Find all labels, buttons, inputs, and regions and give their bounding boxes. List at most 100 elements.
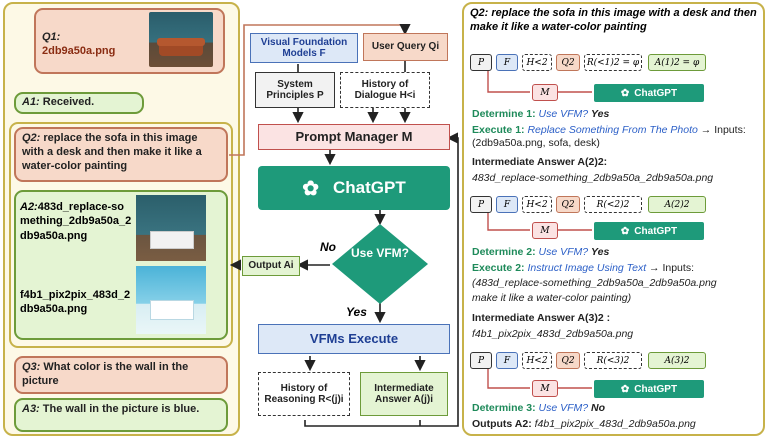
- row1-h: H<2: [522, 54, 552, 71]
- q1-label: Q1:: [42, 31, 61, 43]
- det2-answer: Yes: [591, 246, 610, 258]
- row1-m-label: M: [540, 87, 550, 98]
- history-dialogue-box: History of Dialogue H<i: [340, 72, 430, 108]
- openai-logo-icon: ✿: [302, 177, 320, 200]
- q3-text: What color is the wall in the picture: [22, 361, 189, 387]
- row1-chatgpt: ✿ChatGPT: [594, 84, 704, 102]
- row3-r-label: R(<3)2: [596, 355, 630, 366]
- vfm-box: Visual Foundation Models F: [250, 33, 358, 63]
- q3-label: Q3:: [22, 361, 41, 373]
- row1-q-label: Q2: [561, 57, 575, 68]
- row1-q: Q2: [556, 54, 580, 71]
- decision-diamond: [332, 224, 428, 304]
- chatgpt-main: ✿ ChatGPT: [258, 166, 450, 210]
- row1-p-label: P: [477, 57, 485, 68]
- watercolor-image: [136, 266, 206, 334]
- outputs-label: Outputs A2:: [472, 418, 532, 430]
- row1-a-label: A(1)2 = φ: [654, 57, 700, 68]
- row3-f-label: F: [503, 355, 511, 366]
- a3-label: A3:: [22, 403, 40, 415]
- inter2-label: Intermediate Answer A(3)2 :: [472, 312, 611, 324]
- a2-text-1: A2:483d_replace-something_2db9a50a_2db9a…: [20, 200, 132, 243]
- inter1-value: 483d_replace-something_2db9a50a_2db9a50a…: [472, 172, 714, 184]
- det3-label: Determine 3:: [472, 402, 536, 414]
- determine-2: Determine 2: Use VFM? Yes: [472, 246, 609, 259]
- chatgpt-main-label: ChatGPT: [333, 178, 406, 197]
- exe2-tool: Instruct Image Using Text: [527, 262, 647, 274]
- execute-1: Execute 1: Replace Something From The Ph…: [472, 124, 760, 150]
- row3-a-label: A(3)2: [664, 355, 690, 366]
- row3-openai-icon: ✿: [620, 383, 630, 395]
- exe2-line2: (483d_replace-something_2db9a50a_2db9a50…: [472, 277, 717, 289]
- row2-p: P: [470, 196, 492, 213]
- q2-text: replace the sofa in this image with a de…: [22, 132, 202, 172]
- row1-m: M: [532, 84, 558, 101]
- row1-f: F: [496, 54, 518, 71]
- det1-question: Use VFM?: [538, 108, 589, 120]
- row2-f: F: [496, 196, 518, 213]
- sofa-image: [149, 12, 213, 67]
- determine-1: Determine 1: Use VFM? Yes: [472, 108, 609, 121]
- intermediate-answer-box: Intermediate Answer A(j)i: [360, 372, 448, 416]
- a1-bubble: A1: Received.: [14, 92, 144, 114]
- q3-bubble: Q3: What color is the wall in the pictur…: [14, 356, 228, 394]
- inter1-label: Intermediate Answer A(2)2:: [472, 156, 608, 168]
- intermediate-answer-label: Intermediate Answer A(j)i: [374, 382, 434, 406]
- exe2-line3: make it like a water-color painting): [472, 292, 632, 304]
- det3-answer: No: [591, 402, 606, 414]
- row3-chatgpt-label: ChatGPT: [634, 383, 678, 395]
- row3-p: P: [470, 352, 492, 369]
- yes-label: Yes: [346, 305, 367, 319]
- a2-label: A2:: [20, 201, 38, 213]
- row3-q: Q2: [556, 352, 580, 369]
- intermediate-1: Intermediate Answer A(2)2:: [472, 156, 607, 169]
- row3-f: F: [496, 352, 518, 369]
- row1-r-label: R(<1)2 = φ: [586, 57, 640, 68]
- intermediate-2: Intermediate Answer A(3)2 :: [472, 312, 610, 325]
- row2-openai-icon: ✿: [620, 225, 630, 237]
- row1-p: P: [470, 54, 492, 71]
- row3-h-label: H<2: [526, 355, 548, 366]
- outputs-value: f4b1_pix2pix_483d_2db9a50a.png: [534, 418, 696, 430]
- row2-q: Q2: [556, 196, 580, 213]
- vfms-execute-box: VFMs Execute: [258, 324, 450, 354]
- use-vfm-label: Use VFM?: [350, 246, 409, 260]
- determine-3: Determine 3: Use VFM? No: [472, 402, 605, 415]
- output-box: Output Ai: [242, 256, 300, 276]
- row2-m: M: [532, 222, 558, 239]
- row3-p-label: P: [477, 355, 485, 366]
- det2-question: Use VFM?: [538, 246, 589, 258]
- det1-label: Determine 1:: [472, 108, 536, 120]
- q2-label: Q2:: [22, 132, 41, 144]
- outputs: Outputs A2: f4b1_pix2pix_483d_2db9a50a.p…: [472, 418, 696, 431]
- row1-a: A(1)2 = φ: [648, 54, 706, 71]
- row2-a-label: A(2)2: [664, 199, 690, 210]
- exe2-inputs: → Inputs:: [649, 262, 694, 274]
- exe2-label: Execute 2:: [472, 262, 525, 274]
- a1-label: A1:: [22, 96, 40, 108]
- row1-h-label: H<2: [526, 57, 548, 68]
- a2-text-2: f4b1_pix2pix_483d_2db9a50a.png: [20, 289, 131, 316]
- execute-2: Execute 2: Instruct Image Using Text → I…: [472, 262, 694, 275]
- row1-r: R(<1)2 = φ: [584, 54, 642, 71]
- no-label: No: [320, 240, 336, 254]
- right-q2-header: Q2: replace the sofa in this image with …: [470, 7, 757, 34]
- row2-a: A(2)2: [648, 196, 706, 213]
- q2-bubble: Q2: replace the sofa in this image with …: [14, 127, 228, 182]
- row2-r: R(<2)2: [584, 196, 642, 213]
- row2-r-label: R(<2)2: [596, 199, 630, 210]
- row3-m-label: M: [540, 383, 550, 394]
- prompt-manager-box: Prompt Manager M: [258, 124, 450, 150]
- row2-h-label: H<2: [526, 199, 548, 210]
- vfms-execute-label: VFMs Execute: [309, 330, 399, 346]
- det3-question: Use VFM?: [538, 402, 589, 414]
- row2-q-label: Q2: [561, 199, 575, 210]
- exe1-tool: Replace Something From The Photo: [527, 124, 698, 136]
- output-label: Output Ai: [248, 260, 294, 272]
- row2-chatgpt: ✿ChatGPT: [594, 222, 704, 240]
- exe1-label: Execute 1:: [472, 124, 525, 136]
- inner-panel: [9, 122, 233, 348]
- row3-r: R(<3)2: [584, 352, 642, 369]
